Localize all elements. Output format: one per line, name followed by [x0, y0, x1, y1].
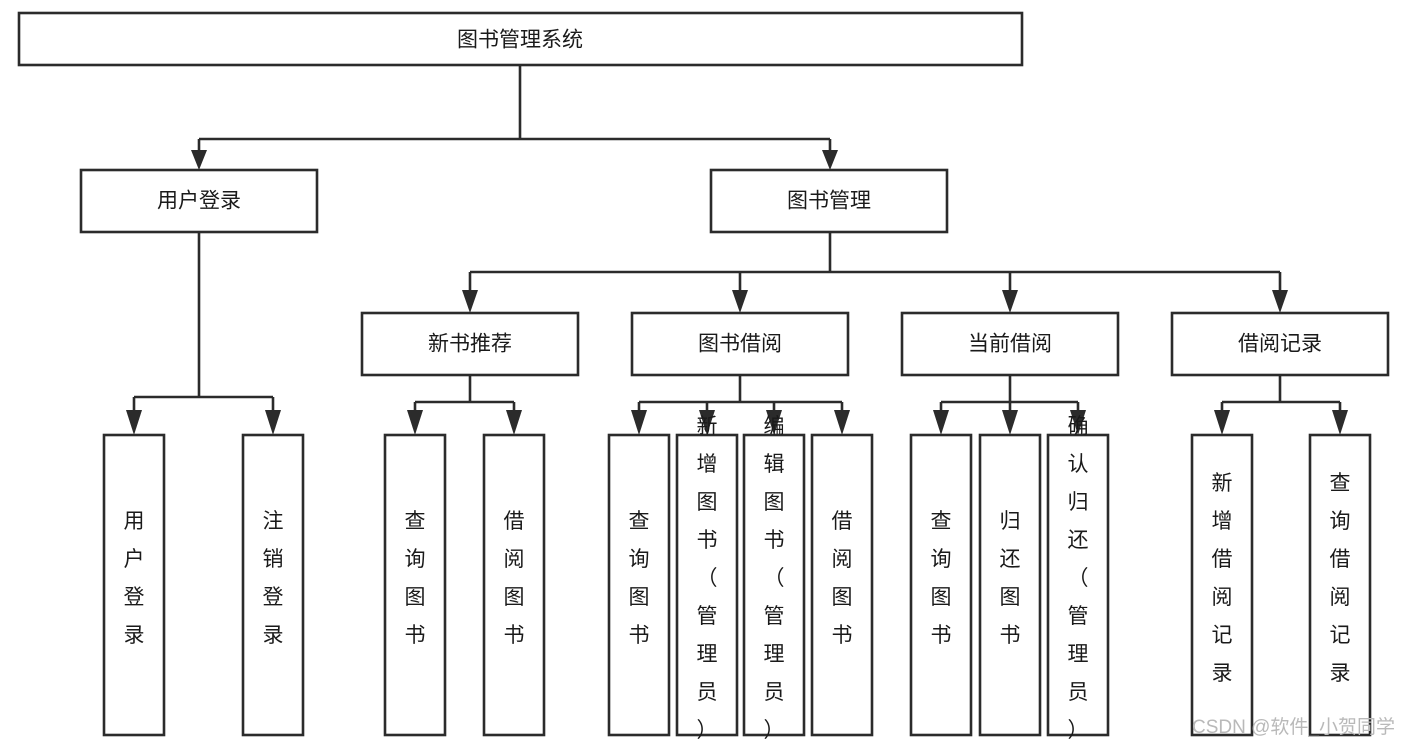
node-leaf-query-book-3-label: 查询图书	[931, 510, 952, 647]
arrowhead-leaf-query-book-2	[631, 410, 647, 435]
arrowhead-leaf-edit-book	[766, 410, 782, 435]
node-leaf-borrow-book-2[interactable]: 借阅图书	[810, 433, 874, 737]
arrowhead-book-borrow	[732, 290, 748, 313]
node-root-box[interactable]	[17, 11, 1024, 67]
node-leaf-user-login-label: 用户登录	[124, 510, 145, 647]
arrowhead-leaf-confirm-return	[1070, 410, 1086, 435]
node-root-label: 图书管理系统	[457, 29, 583, 52]
node-leaf-query-book-2[interactable]: 查询图书	[607, 433, 671, 737]
arrowhead-current-borrow	[1002, 290, 1018, 313]
node-leaf-edit-book[interactable]: 编辑图书（管理员）	[742, 415, 806, 742]
node-borrow-record-box[interactable]	[1170, 311, 1390, 377]
arrowhead-new-book-recommend	[462, 290, 478, 313]
arrowhead-leaf-borrow-book-1	[506, 410, 522, 435]
arrowhead-leaf-logout-login	[265, 410, 281, 435]
node-user-login[interactable]: 用户登录	[79, 168, 319, 234]
node-new-book-recommend[interactable]: 新书推荐	[360, 311, 580, 377]
node-leaf-confirm-return-label: 确认归还（管理员）	[1068, 415, 1089, 742]
node-leaf-query-book-2-box[interactable]	[607, 433, 671, 737]
node-leaf-add-borrow-record-box[interactable]	[1190, 433, 1254, 737]
node-leaf-query-book-1-label: 查询图书	[405, 510, 426, 647]
arrowhead-leaf-add-borrow-record	[1214, 410, 1230, 435]
node-current-borrow-box[interactable]	[900, 311, 1120, 377]
arrowhead-leaf-user-login	[126, 410, 142, 435]
node-leaf-logout-login[interactable]: 注销登录	[241, 433, 305, 737]
node-borrow-record-label: 借阅记录	[1238, 333, 1322, 356]
node-book-manage[interactable]: 图书管理	[709, 168, 949, 234]
node-leaf-add-book[interactable]: 新增图书（管理员）	[675, 415, 739, 742]
arrowhead-borrow-record	[1272, 290, 1288, 313]
arrowhead-book-manage	[822, 150, 838, 170]
connectors-root-to-level2	[191, 65, 838, 170]
node-leaf-edit-book-label: 编辑图书（管理员）	[764, 415, 785, 742]
node-leaf-confirm-return-box[interactable]	[1046, 433, 1110, 737]
node-leaf-add-borrow-record-label: 新增借阅记录	[1212, 472, 1233, 685]
node-leaf-borrow-book-2-label: 借阅图书	[832, 510, 853, 647]
node-book-manage-box[interactable]	[709, 168, 949, 234]
node-leaf-add-book-label: 新增图书（管理员）	[697, 415, 718, 742]
arrowhead-leaf-query-borrow-record	[1332, 410, 1348, 435]
node-leaf-return-book-label: 归还图书	[1000, 510, 1021, 647]
node-current-borrow[interactable]: 当前借阅	[900, 311, 1120, 377]
node-current-borrow-label: 当前借阅	[968, 333, 1052, 356]
node-book-borrow[interactable]: 图书借阅	[630, 311, 850, 377]
connectors-user-login-to-leaves	[126, 232, 281, 435]
connectors-book-manage-to-level3	[462, 232, 1288, 313]
node-new-book-recommend-box[interactable]	[360, 311, 580, 377]
node-root[interactable]: 图书管理系统	[17, 11, 1024, 67]
node-leaf-logout-login-label: 注销登录	[263, 510, 284, 647]
node-leaf-borrow-book-2-box[interactable]	[810, 433, 874, 737]
node-leaf-query-book-2-label: 查询图书	[629, 510, 650, 647]
node-leaf-query-borrow-record-label: 查询借阅记录	[1330, 472, 1351, 685]
node-leaf-query-book-1-box[interactable]	[383, 433, 447, 737]
node-leaf-user-login-box[interactable]	[102, 433, 166, 737]
watermark-label: CSDN @软件_小贺同学	[1192, 716, 1395, 738]
node-book-borrow-label: 图书借阅	[698, 333, 782, 356]
node-leaf-query-book-3-box[interactable]	[909, 433, 973, 737]
node-leaf-borrow-book-1-box[interactable]	[482, 433, 546, 737]
node-user-login-box[interactable]	[79, 168, 319, 234]
node-leaf-add-borrow-record[interactable]: 新增借阅记录	[1190, 433, 1254, 737]
node-leaf-return-book[interactable]: 归还图书	[978, 433, 1042, 737]
node-user-login-label: 用户登录	[157, 190, 241, 213]
arrowhead-user-login	[191, 150, 207, 170]
arrowhead-leaf-query-book-3	[933, 410, 949, 435]
node-leaf-edit-book-box[interactable]	[742, 433, 806, 737]
node-leaf-user-login[interactable]: 用户登录	[102, 433, 166, 737]
arrowhead-leaf-borrow-book-2	[834, 410, 850, 435]
arrowhead-leaf-return-book	[1002, 410, 1018, 435]
node-leaf-borrow-book-1[interactable]: 借阅图书	[482, 433, 546, 737]
connectors-new-book-recommend-to-leaves	[407, 375, 522, 435]
node-leaf-query-book-1[interactable]: 查询图书	[383, 433, 447, 737]
connectors-borrow-record-to-leaves	[1214, 375, 1348, 435]
node-leaf-return-book-box[interactable]	[978, 433, 1042, 737]
node-leaf-add-book-box[interactable]	[675, 433, 739, 737]
arrowhead-leaf-query-book-1	[407, 410, 423, 435]
connectors-book-borrow-to-leaves	[631, 375, 850, 435]
node-leaf-query-borrow-record-box[interactable]	[1308, 433, 1372, 737]
node-leaf-confirm-return[interactable]: 确认归还（管理员）	[1046, 415, 1110, 742]
node-leaf-query-borrow-record[interactable]: 查询借阅记录	[1308, 433, 1372, 737]
node-leaf-borrow-book-1-label: 借阅图书	[504, 510, 525, 647]
node-leaf-logout-login-box[interactable]	[241, 433, 305, 737]
connectors-current-borrow-to-leaves	[933, 375, 1086, 435]
node-borrow-record[interactable]: 借阅记录	[1170, 311, 1390, 377]
node-book-manage-label: 图书管理	[787, 190, 871, 213]
arrowhead-leaf-add-book	[699, 410, 715, 435]
node-book-borrow-box[interactable]	[630, 311, 850, 377]
node-leaf-query-book-3[interactable]: 查询图书	[909, 433, 973, 737]
node-new-book-recommend-label: 新书推荐	[428, 333, 512, 356]
